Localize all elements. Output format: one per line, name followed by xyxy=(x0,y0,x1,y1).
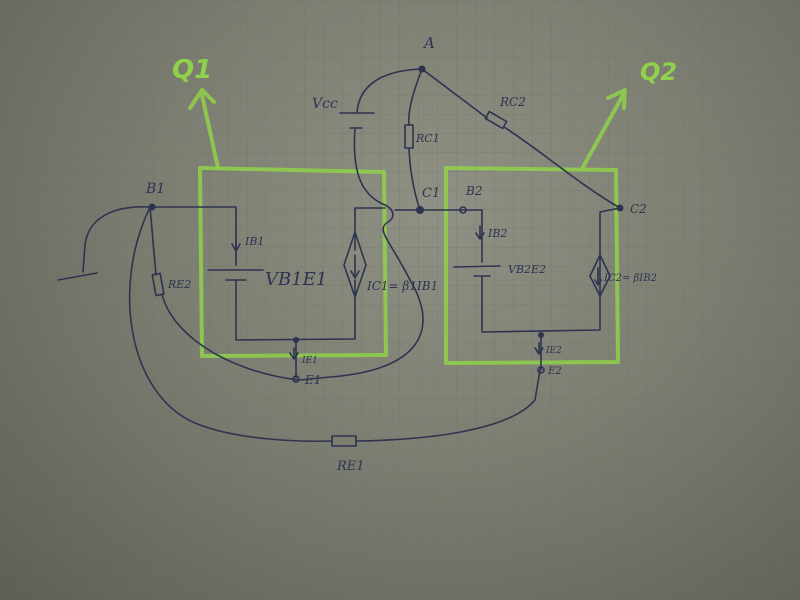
rc2-label: RC2 xyxy=(499,95,526,109)
nodes: A B1 C1 B2 C2 E1 E2 xyxy=(145,34,647,387)
node-b1 xyxy=(148,203,156,211)
dependent-source-q2 xyxy=(589,254,611,297)
ie2-label: IE2 xyxy=(545,346,562,356)
node-e2-label: E2 xyxy=(547,366,562,377)
ie1-label: IE1 xyxy=(301,356,318,366)
ic1-label: IC1= β1IB1 xyxy=(366,279,438,293)
vb1e1-label: VB1E1 xyxy=(265,269,327,290)
node-b2 xyxy=(459,206,467,214)
vcc-source: Vcc xyxy=(312,96,375,129)
ib1-label: IB1 xyxy=(244,235,264,248)
node-c2-label: C2 xyxy=(630,202,647,216)
q2-box: Q2 xyxy=(444,58,677,365)
re2-resistor: RE2 xyxy=(151,272,191,297)
wires xyxy=(57,68,621,443)
q2-label: Q2 xyxy=(640,58,677,86)
node-c2 xyxy=(616,204,624,212)
node-e1-junction xyxy=(293,337,299,343)
node-e1-label: E1 xyxy=(304,373,321,387)
rc1-label: RC1 xyxy=(415,132,440,145)
vb2e2-label: VB2E2 xyxy=(508,263,546,276)
ic2-label: IC2= βIB2 xyxy=(603,273,657,284)
vcc-label: Vcc xyxy=(312,96,338,112)
re1-label: RE1 xyxy=(336,459,365,474)
ib2-label: IB2 xyxy=(487,227,507,240)
node-b1-label: B1 xyxy=(145,181,165,197)
q1-box: Q1 xyxy=(172,55,388,358)
node-e2 xyxy=(537,366,545,374)
re1-resistor: RE1 xyxy=(331,435,365,474)
node-c1 xyxy=(416,206,424,214)
re2-label: RE2 xyxy=(167,278,191,291)
node-a xyxy=(418,65,426,73)
node-b2-label: B2 xyxy=(465,184,482,198)
node-e1 xyxy=(292,375,300,383)
rc2-resistor: RC2 xyxy=(484,95,526,130)
node-c1-label: C1 xyxy=(422,186,440,201)
node-a-label: A xyxy=(422,34,435,52)
rc1-resistor: RC1 xyxy=(404,124,440,149)
node-e2-junction xyxy=(538,332,544,338)
q1-label: Q1 xyxy=(172,55,212,85)
dependent-source-q1 xyxy=(343,231,367,298)
